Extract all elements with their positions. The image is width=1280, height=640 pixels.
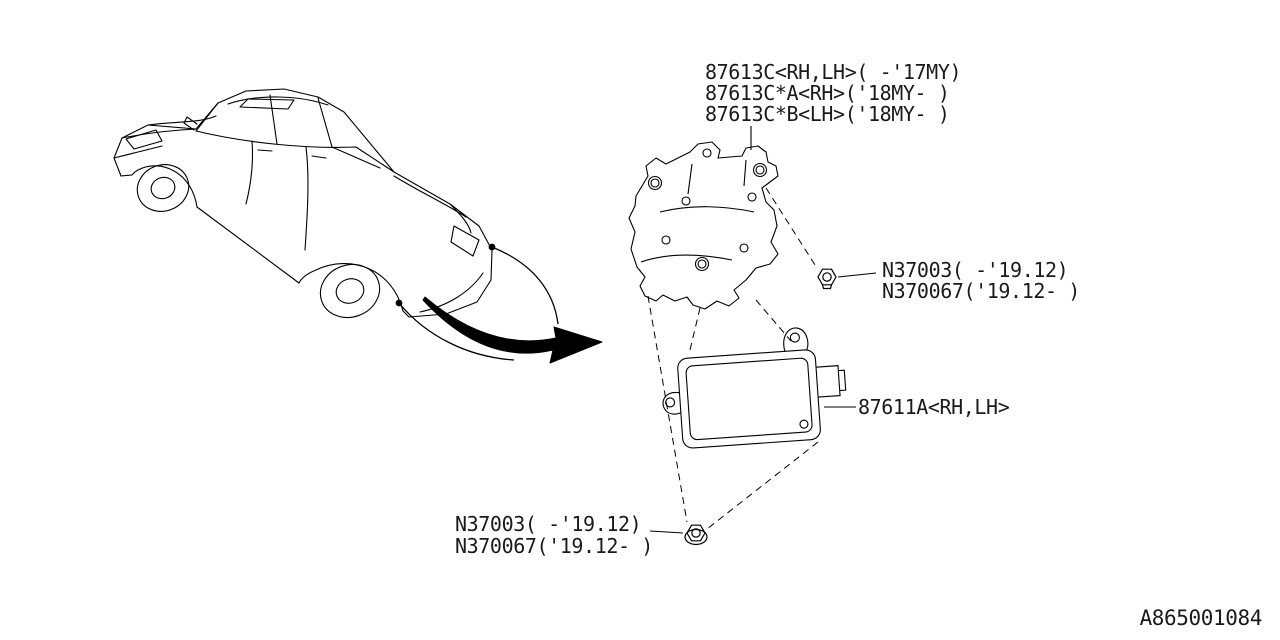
upper-nut-part-number-line1: N37003( -'19.12) <box>882 258 1069 282</box>
car-illustration <box>113 88 493 319</box>
figure-number: A865001084 <box>1139 606 1263 630</box>
bracket-part-number-line2: 87613C*A<RH>('18MY- ) <box>705 81 950 105</box>
leader-lines <box>649 126 877 534</box>
module-illustration <box>662 327 847 449</box>
pointer-arrow-icon <box>422 296 603 364</box>
lower-nut-icon <box>684 524 708 546</box>
bracket-part-number-line1: 87613C<RH,LH>( -'17MY) <box>705 60 962 84</box>
callout-curves <box>395 243 559 361</box>
module-part-number: 87611A<RH,LH> <box>858 395 1010 419</box>
upper-nut-part-number-line2: N370067('19.12- ) <box>882 279 1080 303</box>
assembly-dashed-lines <box>647 187 819 530</box>
bracket-part-number-line3: 87613C*B<LH>('18MY- ) <box>705 102 950 126</box>
lower-nut-part-number-line2: N370067('19.12- ) <box>455 534 653 558</box>
bracket-illustration <box>628 141 779 310</box>
upper-nut-icon <box>817 268 837 290</box>
lower-nut-part-number-line1: N37003( -'19.12) <box>455 512 642 536</box>
